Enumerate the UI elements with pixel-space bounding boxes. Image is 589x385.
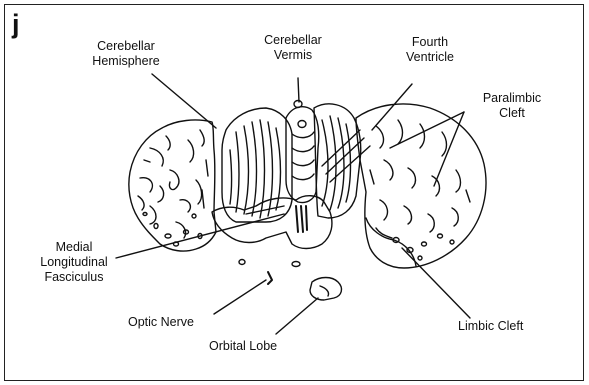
label-cerebellar-hemisphere: Cerebellar Hemisphere <box>66 39 186 69</box>
leader-cerebellar-vermis <box>298 78 299 102</box>
label-limbic-cleft: Limbic Cleft <box>458 319 568 334</box>
label-medial-longitudinal-fasciculus: Medial Longitudinal Fasciculus <box>20 240 128 285</box>
label-fourth-ventricle: Fourth Ventricle <box>380 35 480 65</box>
label-cerebellar-vermis: Cerebellar Vermis <box>238 33 348 63</box>
label-paralimbic-cleft: Paralimbic Cleft <box>462 91 562 121</box>
leader-optic-nerve <box>214 280 266 314</box>
leader-medial-longitudinal-fasciculus <box>116 214 284 258</box>
leader-paralimbic-cleft-1 <box>390 112 464 148</box>
left-hemisphere-outline <box>129 120 216 251</box>
label-optic-nerve: Optic Nerve <box>128 315 238 330</box>
leader-cerebellar-hemisphere <box>152 74 216 128</box>
leader-orbital-lobe <box>276 298 318 334</box>
label-orbital-lobe: Orbital Lobe <box>209 339 319 354</box>
leader-limbic-cleft <box>402 248 470 318</box>
panel-letter: j <box>12 10 20 38</box>
